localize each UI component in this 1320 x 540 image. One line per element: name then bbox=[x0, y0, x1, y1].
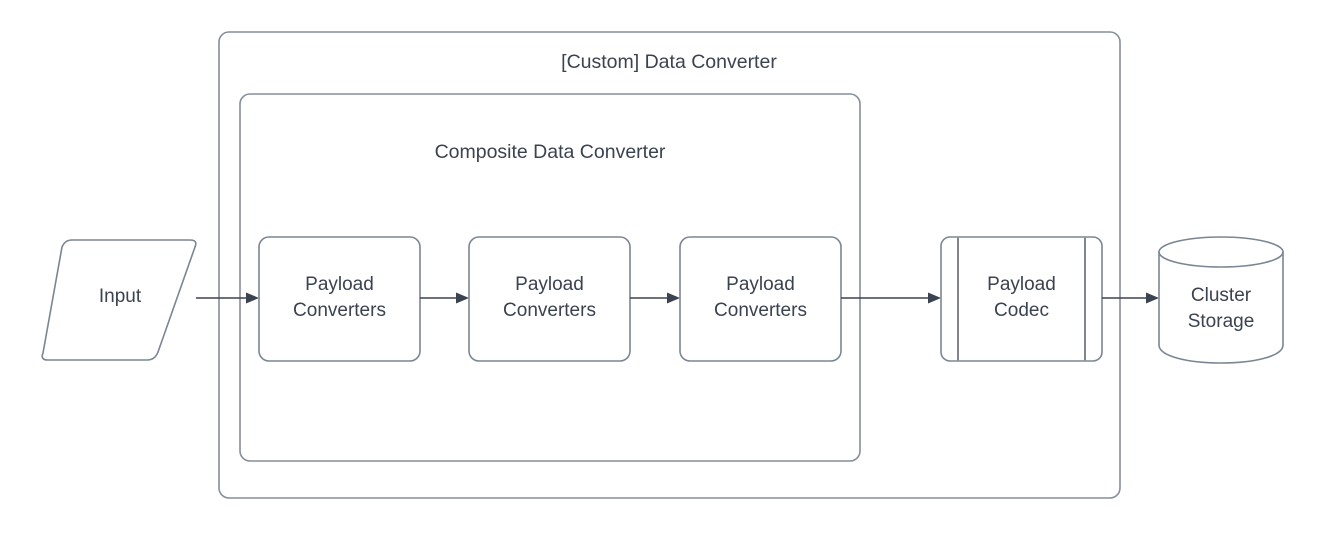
payload-converters-1-label-line1: Payload bbox=[305, 274, 374, 295]
payload-codec-shape bbox=[940, 236, 1103, 362]
custom-data-converter-border bbox=[218, 31, 1121, 499]
container-composite-data-converter[interactable]: Composite Data Converter bbox=[239, 93, 861, 462]
payload-codec-label-line1: Payload bbox=[987, 274, 1056, 295]
payload-converters-2-shape bbox=[468, 236, 631, 362]
input-shape bbox=[41, 239, 197, 361]
input-label: Input bbox=[99, 286, 142, 307]
edge-pc2-to-pc3-arrowhead bbox=[667, 292, 680, 304]
cluster-storage-top-ellipse bbox=[1158, 236, 1284, 268]
edge-codec-to-cluster-storage bbox=[1102, 292, 1159, 304]
node-payload-converters-3[interactable]: Payload Converters bbox=[679, 236, 842, 362]
cluster-storage-label-line2: Storage bbox=[1188, 311, 1255, 332]
edge-payload-converters-3-to-codec bbox=[841, 292, 941, 304]
payload-converters-2-label-line2: Converters bbox=[503, 300, 596, 321]
composite-data-converter-border bbox=[239, 93, 861, 462]
cluster-storage-label-line1: Cluster bbox=[1191, 285, 1252, 306]
payload-converters-3-label-line2: Converters bbox=[714, 300, 807, 321]
cluster-storage-body bbox=[1158, 251, 1284, 364]
payload-codec-label-line2: Codec bbox=[994, 300, 1049, 321]
edge-codec-to-storage-arrowhead bbox=[1146, 292, 1159, 304]
node-payload-converters-1[interactable]: Payload Converters bbox=[258, 236, 421, 362]
payload-converters-1-shape bbox=[258, 236, 421, 362]
payload-converters-1-label-line2: Converters bbox=[293, 300, 386, 321]
payload-converters-2-label-line1: Payload bbox=[515, 274, 584, 295]
node-payload-codec[interactable]: Payload Codec bbox=[940, 236, 1103, 362]
node-cluster-storage[interactable]: Cluster Storage bbox=[1158, 236, 1284, 364]
node-input[interactable]: Input bbox=[41, 239, 197, 361]
composite-data-converter-title: Composite Data Converter bbox=[435, 141, 666, 163]
node-payload-converters-2[interactable]: Payload Converters bbox=[468, 236, 631, 362]
payload-converters-3-label-line1: Payload bbox=[726, 274, 795, 295]
edge-payload-converters-1-to-2 bbox=[420, 292, 469, 304]
edge-input-to-payload-converters-1 bbox=[196, 292, 259, 304]
payload-converters-3-shape bbox=[679, 236, 842, 362]
edge-pc3-to-codec-arrowhead bbox=[928, 292, 941, 304]
edge-input-to-pc1-arrowhead bbox=[246, 292, 259, 304]
custom-data-converter-title: [Custom] Data Converter bbox=[561, 51, 777, 73]
container-custom-data-converter[interactable]: [Custom] Data Converter bbox=[218, 31, 1121, 499]
edge-pc1-to-pc2-arrowhead bbox=[456, 292, 469, 304]
edge-payload-converters-2-to-3 bbox=[630, 292, 680, 304]
